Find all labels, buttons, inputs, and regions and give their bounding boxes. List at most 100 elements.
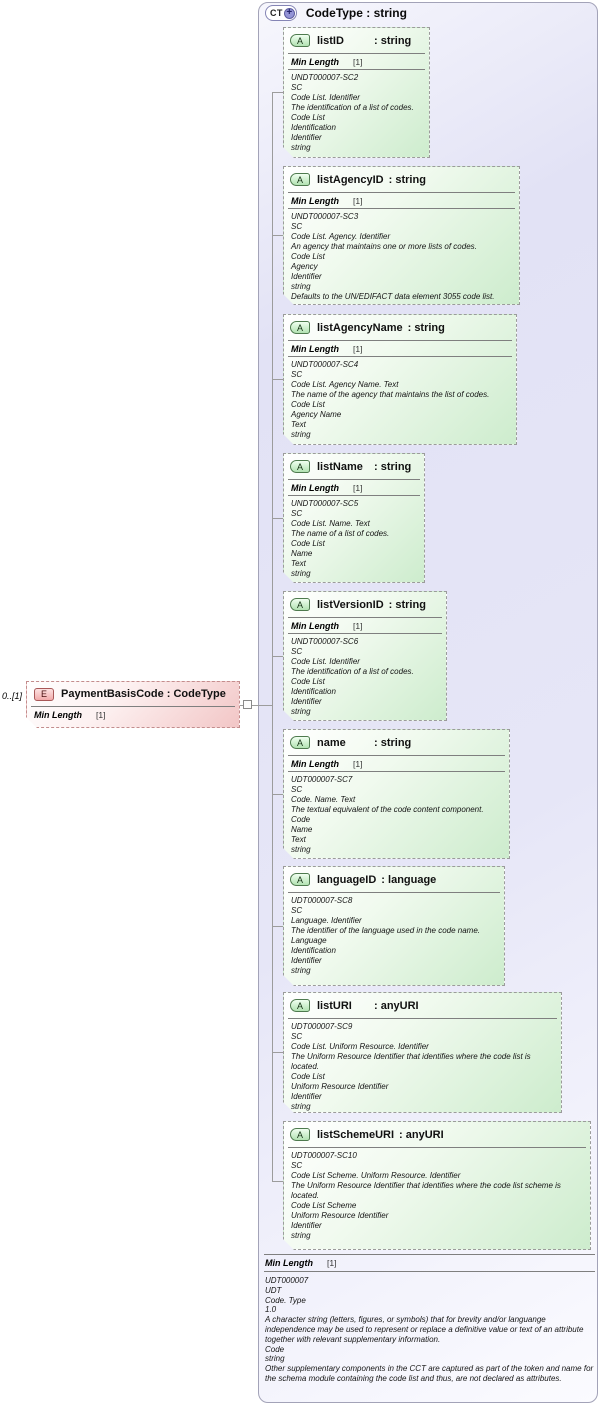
facet-row: Min Length [1] bbox=[284, 618, 446, 633]
complextype-annotations: UDT000007 UDT Code. Type 1.0 A character… bbox=[265, 1276, 594, 1383]
separator-line bbox=[264, 1271, 595, 1272]
facet-value: [1] bbox=[96, 709, 106, 720]
attribute-name: listURI bbox=[317, 999, 352, 1012]
attribute-name: languageID bbox=[317, 873, 377, 886]
attribute-box-listagencyname[interactable]: A listAgencyName : string Min Length [1]… bbox=[283, 314, 517, 445]
facet-row: Min Length [1] bbox=[284, 756, 509, 771]
facet-value: [1] bbox=[353, 758, 363, 769]
attribute-type: : string bbox=[407, 321, 445, 334]
attribute-type: : string bbox=[374, 460, 412, 473]
attribute-icon: A bbox=[290, 173, 310, 186]
connector-line bbox=[272, 1181, 283, 1182]
attribute-box-listuri[interactable]: A listURI : anyURI UDT000007-SC9 SC Code… bbox=[283, 992, 562, 1113]
tree-trunk-line bbox=[272, 92, 273, 1181]
facet-value: [1] bbox=[353, 620, 363, 631]
attribute-box-name[interactable]: A name : string Min Length [1] UDT000007… bbox=[283, 729, 510, 859]
facet-value: [1] bbox=[353, 195, 363, 206]
separator-line bbox=[288, 1147, 586, 1148]
attribute-header: A listVersionID : string bbox=[284, 592, 446, 617]
attribute-header: A listID : string bbox=[284, 28, 429, 53]
facet-row: Min Length [1] bbox=[284, 480, 424, 495]
separator-line bbox=[288, 479, 420, 480]
element-box-paymentbasiscode[interactable]: E PaymentBasisCode : CodeType Min Length… bbox=[26, 681, 240, 728]
connector-line bbox=[272, 92, 283, 93]
attribute-annotations: UDT000007-SC9 SC Code List. Uniform Reso… bbox=[291, 1022, 531, 1111]
separator-line bbox=[288, 771, 505, 772]
connector-line bbox=[272, 518, 283, 519]
attribute-header: A name : string bbox=[284, 730, 509, 755]
facet-name: Min Length bbox=[291, 482, 339, 493]
attribute-icon: A bbox=[290, 321, 310, 334]
attribute-type: : anyURI bbox=[374, 999, 419, 1012]
facet-value: [1] bbox=[353, 482, 363, 493]
connector-junction bbox=[243, 700, 252, 709]
attribute-annotations: UNDT000007-SC3 SC Code List. Agency. Ide… bbox=[291, 212, 495, 301]
facet-name: Min Length bbox=[291, 195, 339, 206]
connector-line bbox=[272, 794, 283, 795]
separator-line bbox=[288, 495, 420, 496]
attribute-box-listversionid[interactable]: A listVersionID : string Min Length [1] … bbox=[283, 591, 447, 721]
attribute-header: A listAgencyName : string bbox=[284, 315, 516, 340]
facet-value: [1] bbox=[353, 343, 363, 354]
separator-line bbox=[288, 192, 515, 193]
facet-row: Min Length [1] bbox=[284, 341, 516, 356]
connector-line bbox=[272, 379, 283, 380]
separator-line bbox=[288, 633, 442, 634]
complextype-icon-label: CT bbox=[270, 8, 283, 18]
attribute-icon: A bbox=[290, 1128, 310, 1141]
cardinality-label: 0..[1] bbox=[2, 691, 23, 701]
attribute-icon: A bbox=[290, 873, 310, 886]
separator-line bbox=[288, 356, 512, 357]
attribute-icon: A bbox=[290, 34, 310, 47]
attribute-type: : string bbox=[374, 736, 412, 749]
facet-row: Min Length [1] bbox=[284, 193, 519, 208]
plus-icon: + bbox=[283, 7, 295, 19]
complextype-footer: Min Length [1] UDT000007 UDT Code. Type … bbox=[264, 1254, 595, 1384]
separator-line bbox=[288, 617, 442, 618]
complextype-title: CodeType : string bbox=[305, 6, 407, 20]
facet-name: Min Length bbox=[291, 620, 339, 631]
attribute-name: listVersionID bbox=[317, 598, 384, 611]
facet-row: Min Length [1] bbox=[264, 1255, 595, 1271]
attribute-type: : language bbox=[381, 873, 437, 886]
attribute-box-listname[interactable]: A listName : string Min Length [1] UNDT0… bbox=[283, 453, 425, 583]
attribute-annotations: UNDT000007-SC6 SC Code List. Identifier … bbox=[291, 637, 414, 716]
facet-name: Min Length bbox=[265, 1258, 313, 1268]
element-title: PaymentBasisCode : CodeType bbox=[61, 688, 226, 700]
connector-line bbox=[272, 656, 283, 657]
attribute-box-listid[interactable]: A listID : string Min Length [1] UNDT000… bbox=[283, 27, 430, 158]
separator-line bbox=[31, 706, 235, 707]
attribute-annotations: UDT000007-SC8 SC Language. Identifier Th… bbox=[291, 896, 481, 975]
attribute-box-listagencyid[interactable]: A listAgencyID : string Min Length [1] U… bbox=[283, 166, 520, 305]
separator-line bbox=[288, 892, 500, 893]
separator-line bbox=[288, 1018, 557, 1019]
attribute-box-listschemeuri[interactable]: A listSchemeURI : anyURI UDT000007-SC10 … bbox=[283, 1121, 591, 1250]
attribute-header: A listURI : anyURI bbox=[284, 993, 561, 1018]
separator-line bbox=[288, 208, 515, 209]
separator-line bbox=[288, 340, 512, 341]
attribute-type: : anyURI bbox=[399, 1128, 444, 1141]
attribute-annotations: UDT000007-SC10 SC Code List Scheme. Unif… bbox=[291, 1151, 561, 1240]
attribute-box-languageid[interactable]: A languageID : language UDT000007-SC8 SC… bbox=[283, 866, 505, 986]
attribute-name: listAgencyName bbox=[317, 321, 403, 334]
complextype-icon: CT + bbox=[265, 5, 297, 21]
separator-line bbox=[288, 53, 425, 54]
attribute-header: A listAgencyID : string bbox=[284, 167, 519, 192]
facet-row: Min Length [1] bbox=[27, 707, 239, 722]
facet-row: Min Length [1] bbox=[284, 54, 429, 69]
element-icon: E bbox=[34, 688, 54, 701]
attribute-annotations: UNDT000007-SC5 SC Code List. Name. Text … bbox=[291, 499, 390, 578]
attribute-name: listName bbox=[317, 460, 363, 473]
separator-line bbox=[288, 69, 425, 70]
attribute-type: : string bbox=[388, 598, 426, 611]
complextype-header: CT + CodeType : string bbox=[265, 5, 407, 21]
connector-line bbox=[272, 1052, 283, 1053]
attribute-icon: A bbox=[290, 598, 310, 611]
facet-value: [1] bbox=[353, 56, 363, 67]
attribute-name: listSchemeURI bbox=[317, 1128, 395, 1141]
connector-line bbox=[272, 926, 283, 927]
separator-line bbox=[288, 755, 505, 756]
attribute-type: : string bbox=[374, 34, 412, 47]
facet-name: Min Length bbox=[291, 343, 339, 354]
attribute-header: A listName : string bbox=[284, 454, 424, 479]
